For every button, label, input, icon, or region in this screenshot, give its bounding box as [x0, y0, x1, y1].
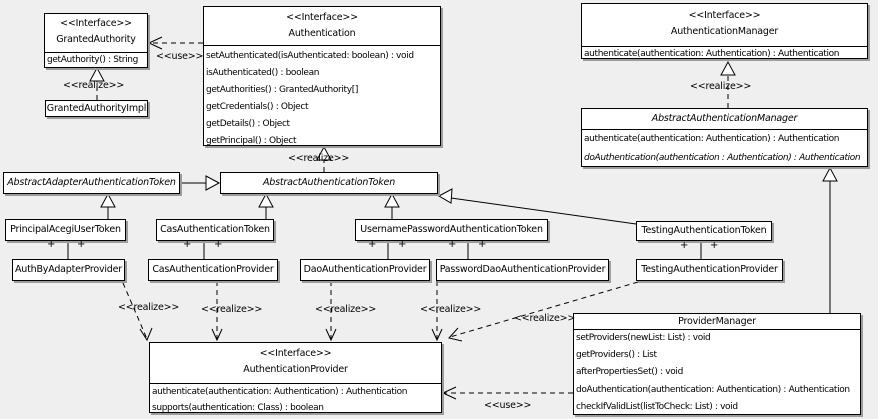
multiplicity-plus: + — [448, 239, 457, 250]
multiplicity-plus: + — [478, 239, 487, 250]
method-row: authenticate(authentication: Authenticat… — [584, 49, 840, 59]
class-auth-by-adapter-provider[interactable]: AuthByAdapterProvider — [12, 259, 125, 281]
multiplicity-plus: + — [214, 239, 223, 250]
class-abstract-adapter-authentication-token[interactable]: AbstractAdapterAuthenticationToken — [3, 172, 180, 194]
class-name: CasAuthenticationProvider — [152, 264, 274, 275]
realize-label: <<realize>> — [63, 80, 125, 91]
method-row: getAuthority() : String — [47, 55, 139, 65]
class-testing-authentication-provider[interactable]: TestingAuthenticationProvider — [636, 259, 783, 281]
edge-gen-principalacegiusertoken — [100, 192, 116, 219]
edge-realize-grantedauthorityimpl — [89, 66, 105, 100]
edge-realize-abstractauthenticationmanager — [720, 60, 736, 108]
class-name: TestingAuthenticationProvider — [641, 264, 778, 275]
method-row: afterPropertiesSet() : void — [576, 367, 683, 378]
stereotype-label: <<Interface>> — [286, 12, 358, 23]
edge-realize-abstractauthenticationtoken — [316, 145, 332, 172]
method-row: getDetails() : Object — [206, 119, 290, 129]
edge-use-authentication-grantedauthority — [147, 36, 203, 50]
class-name: AuthenticationManager — [670, 26, 779, 37]
method-row: supports(authentication: Class) : boolea… — [152, 403, 324, 413]
stereotype-label: <<Interface>> — [60, 18, 132, 29]
multiplicity-plus: + — [680, 240, 689, 251]
class-name: GrantedAuthority — [56, 34, 136, 45]
class-granted-authority[interactable]: <<Interface>> GrantedAuthority getAuthor… — [44, 13, 148, 68]
edge-realize-daoauthenticationprovider — [325, 281, 337, 342]
class-abstract-authentication-manager[interactable]: AbstractAuthenticationManager authentica… — [581, 108, 868, 167]
edge-realize-casauthenticationprovider — [211, 281, 223, 342]
class-name: PasswordDaoAuthenticationProvider — [439, 264, 606, 275]
multiplicity-plus: + — [47, 239, 56, 250]
realize-label: <<realize>> — [118, 302, 180, 313]
multiplicity-plus: + — [183, 239, 192, 250]
edge-realize-testingauthenticationprovider — [448, 281, 639, 342]
class-cas-authentication-provider[interactable]: CasAuthenticationProvider — [148, 259, 278, 281]
multiplicity-plus: + — [368, 239, 377, 250]
class-name: Authentication — [288, 28, 356, 39]
class-name: TestingAuthenticationToken — [641, 225, 767, 236]
method-row: isAuthenticated() : boolean — [206, 68, 320, 78]
realize-label: <<realize>> — [315, 304, 377, 315]
realize-label: <<realize>> — [514, 313, 576, 324]
edge-realize-authbyadapterprovider — [122, 282, 153, 342]
method-row: getProviders() : List — [576, 350, 657, 361]
method-row: setAuthenticated(isAuthenticated: boolea… — [206, 51, 414, 61]
class-name: CasAuthenticationToken — [160, 224, 270, 235]
method-row: getCredentials() : Object — [206, 102, 309, 112]
realize-label: <<realize>> — [690, 81, 752, 92]
class-authentication[interactable]: <<Interface>> Authentication setAuthenti… — [203, 6, 441, 146]
use-label: <<use>> — [484, 400, 532, 411]
class-name: AbstractAdapterAuthenticationToken — [7, 177, 176, 188]
class-name: DaoAuthenticationProvider — [303, 264, 427, 275]
realize-label: <<realize>> — [288, 153, 350, 164]
stereotype-label: <<Interface>> — [688, 10, 761, 21]
class-username-password-authentication-token[interactable]: UsernamePasswordAuthenticationToken — [355, 219, 548, 241]
method-row: doAuthentication(authentication: Authent… — [576, 384, 850, 395]
method-row: authenticate(authentication: Authenticat… — [152, 387, 408, 397]
class-name: AbstractAuthenticationToken — [262, 177, 396, 188]
multiplicity-plus: + — [710, 240, 719, 251]
class-abstract-authentication-token[interactable]: AbstractAuthenticationToken — [220, 172, 438, 194]
realize-label: <<realize>> — [201, 304, 263, 315]
class-testing-authentication-token[interactable]: TestingAuthenticationToken — [636, 221, 772, 241]
class-granted-authority-impl[interactable]: GrantedAuthorityImpl — [45, 100, 148, 117]
class-name: AuthenticationProvider — [243, 364, 348, 375]
edge-gen-abstractadapter-abstracttoken — [180, 175, 221, 191]
edge-gen-testingauthenticationtoken — [437, 188, 637, 225]
method-row: doAuthentication(authentication : Authen… — [584, 153, 861, 163]
multiplicity-plus: + — [398, 239, 407, 250]
class-cas-authentication-token[interactable]: CasAuthenticationToken — [156, 219, 274, 241]
edge-realize-passworddaoprovider — [431, 281, 443, 342]
realize-label: <<realize>> — [420, 304, 482, 315]
method-row: setProviders(newList: List) : void — [576, 333, 711, 343]
class-principal-acegi-user-token[interactable]: PrincipalAcegiUserToken — [5, 219, 126, 241]
method-row: authenticate(authentication: Authenticat… — [584, 134, 840, 144]
class-name: GrantedAuthorityImpl — [46, 102, 147, 114]
method-row: checkIfValidList(listToCheck: List) : vo… — [576, 401, 738, 412]
edge-gen-casauthenticationtoken — [258, 192, 274, 219]
edge-gen-usernamepasswordtoken — [384, 192, 400, 219]
class-dao-authentication-provider[interactable]: DaoAuthenticationProvider — [300, 259, 430, 281]
class-name: ProviderManager — [678, 316, 756, 327]
method-row: getPrincipal() : Object — [206, 136, 297, 146]
class-authentication-manager[interactable]: <<Interface>> AuthenticationManager auth… — [581, 3, 868, 59]
use-label: <<use>> — [156, 51, 204, 62]
class-password-dao-authentication-provider[interactable]: PasswordDaoAuthenticationProvider — [436, 259, 609, 281]
class-name: PrincipalAcegiUserToken — [10, 224, 121, 235]
edge-gen-providermanager — [822, 166, 838, 313]
edge-use-providermanager-authenticationprovider — [441, 386, 573, 400]
class-name: AbstractAuthenticationManager — [651, 113, 798, 124]
class-provider-manager[interactable]: ProviderManager setProviders(newList: Li… — [573, 313, 861, 415]
method-row: getAuthorities() : GrantedAuthority[] — [206, 85, 359, 95]
class-name: UsernamePasswordAuthenticationToken — [360, 224, 543, 235]
multiplicity-plus: + — [77, 239, 86, 250]
class-name: AuthByAdapterProvider — [14, 264, 122, 275]
class-authentication-provider[interactable]: <<Interface>> AuthenticationProvider aut… — [149, 342, 442, 413]
stereotype-label: <<Interface>> — [259, 348, 332, 359]
